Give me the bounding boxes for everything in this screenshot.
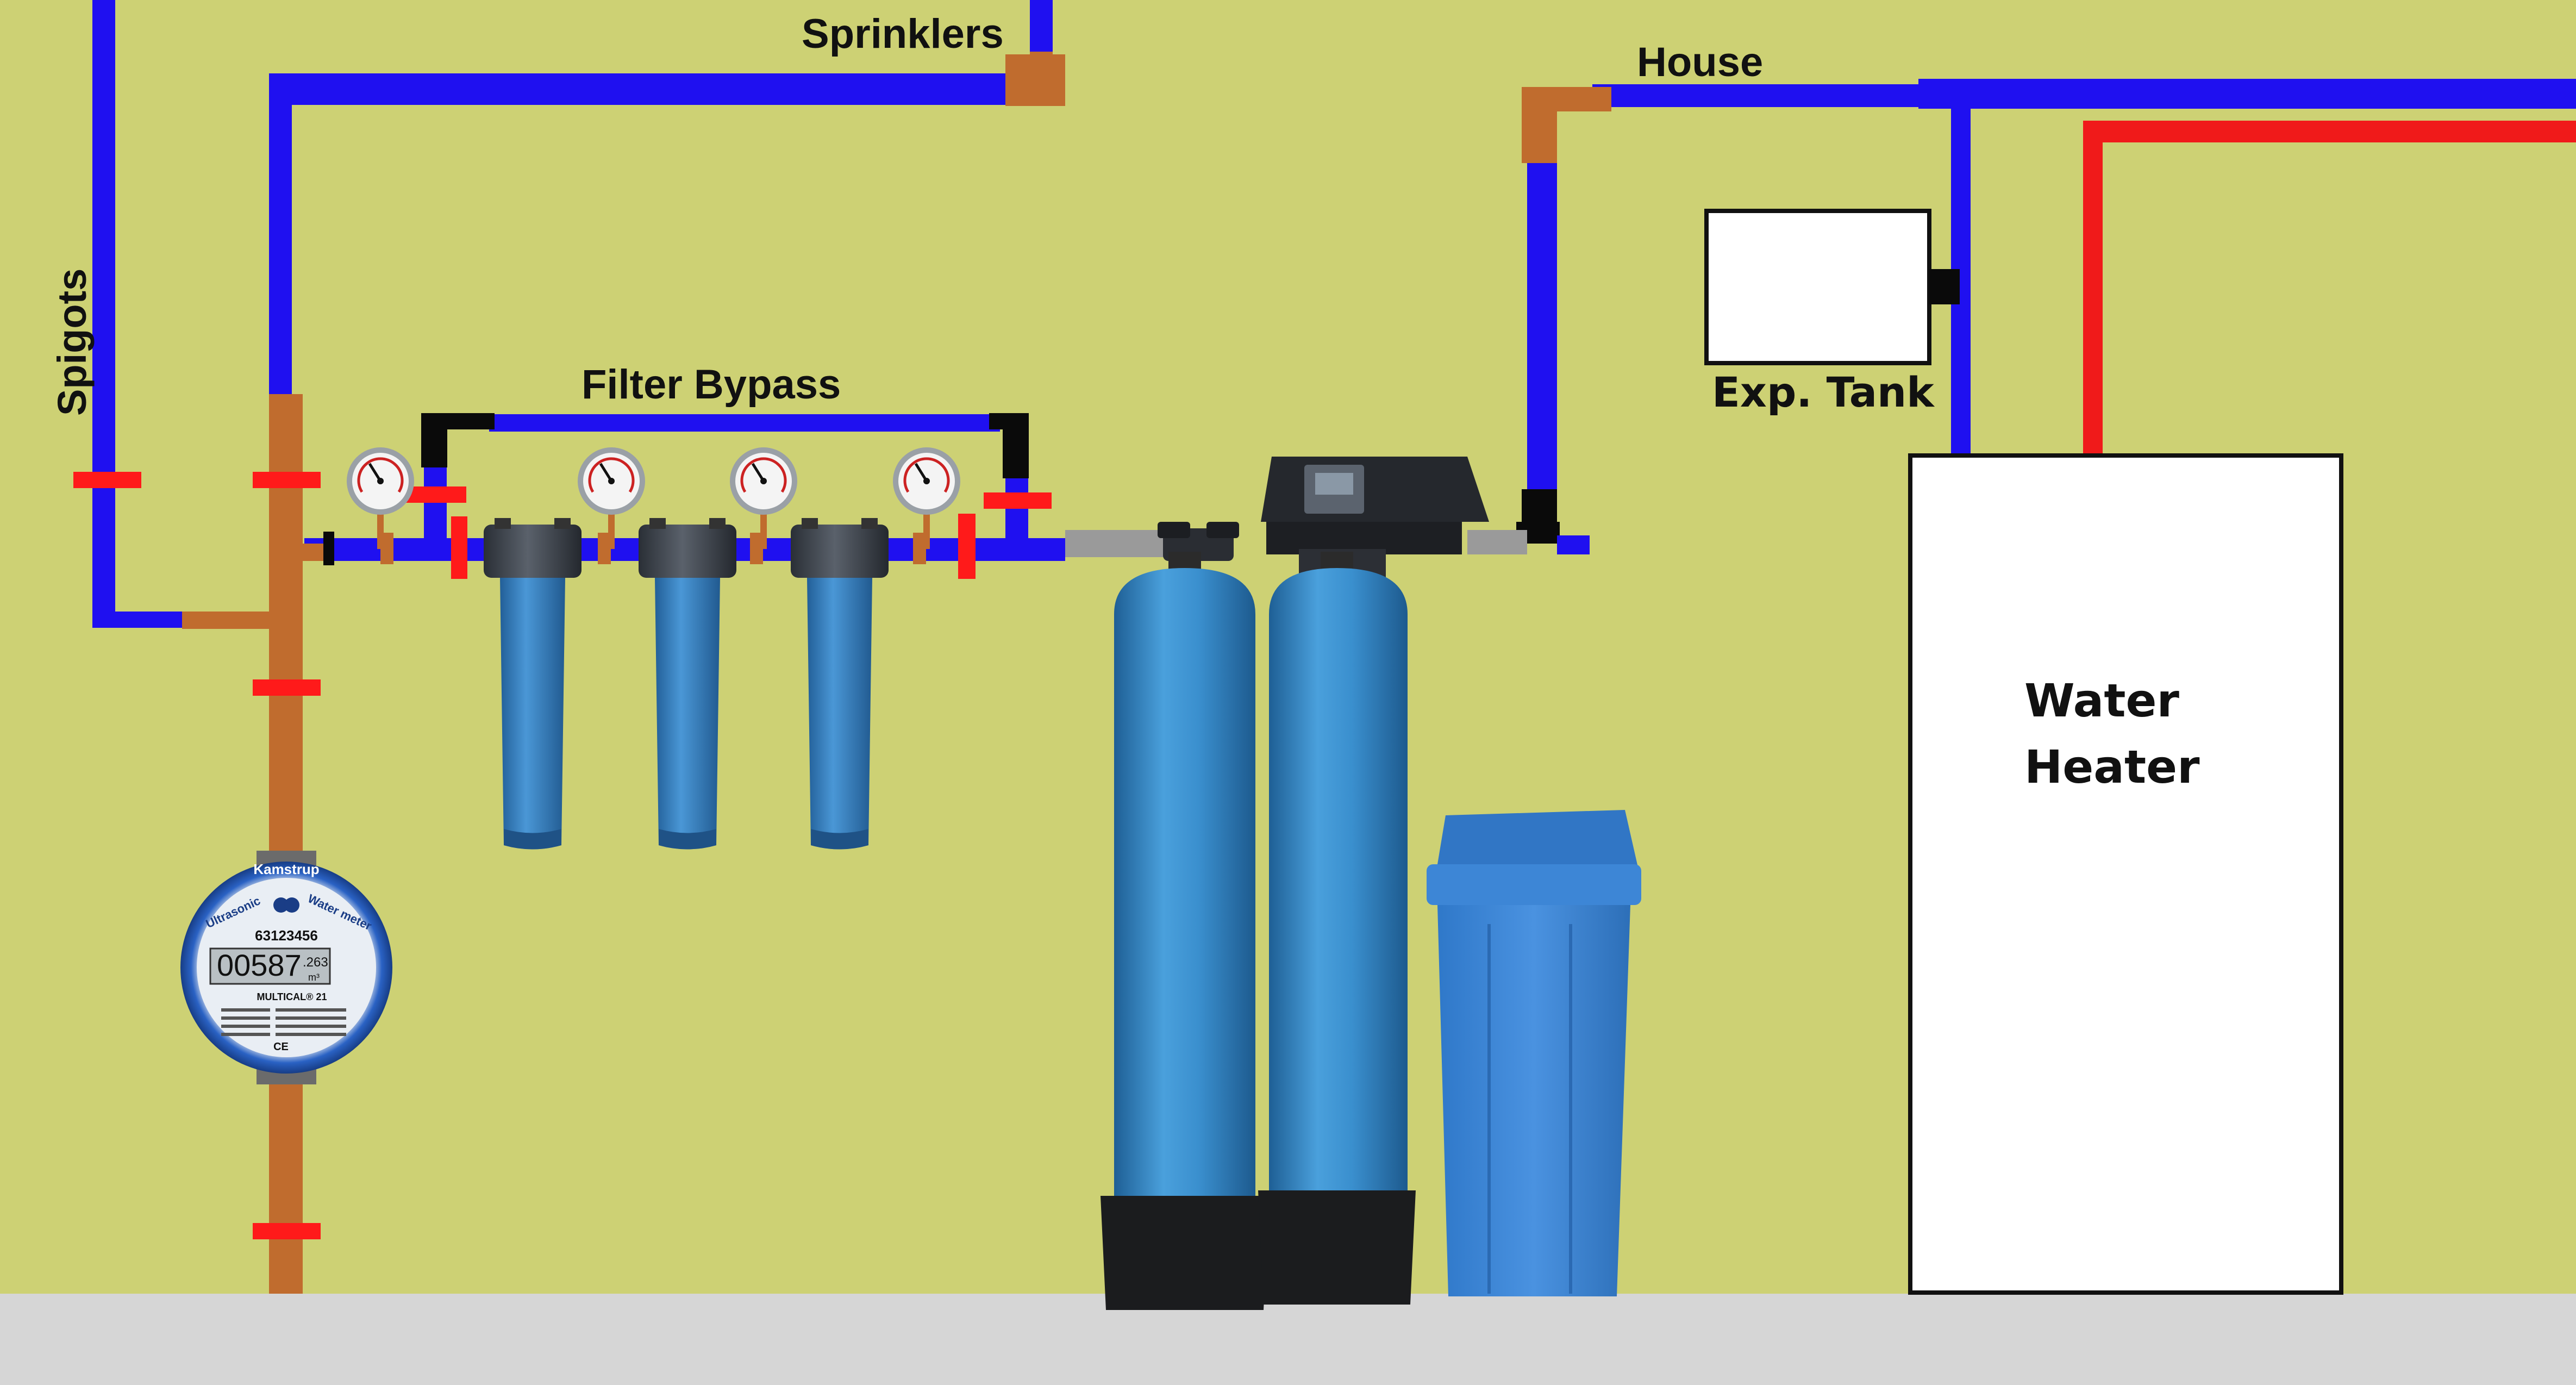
label-sprinklers: Sprinklers [802, 11, 1004, 57]
filter-housing [484, 518, 582, 850]
pressure-gauge-icon [893, 447, 960, 549]
water-meter: Kamstrup Ultrasonic Water meter 63123456… [180, 851, 392, 1084]
hot-water-pipe [2083, 121, 2576, 457]
meter-brand: Kamstrup [253, 861, 319, 877]
water-softener [1101, 457, 1489, 1310]
meter-spec-lines [221, 1008, 346, 1036]
shutoff-valves [73, 472, 1052, 1239]
label-spigots: Spigots [49, 269, 95, 416]
resin-tank [1258, 552, 1416, 1305]
label-filter-bypass: Filter Bypass [582, 361, 841, 408]
softener-outlet-pipe [1467, 530, 1527, 554]
meter-reading: 00587 [217, 948, 302, 982]
pressure-gauge-icon [578, 447, 645, 549]
pressure-gauge-icon [347, 447, 414, 549]
filter-housing [791, 518, 889, 850]
filter-housing [639, 518, 736, 850]
label-exp-tank: Exp. Tank [1712, 368, 1935, 416]
meter-model: MULTICAL® 21 [257, 991, 327, 1002]
label-house: House [1637, 39, 1763, 85]
meter-ce-mark: CE [273, 1041, 289, 1053]
control-valve-head [1261, 457, 1489, 579]
brine-tank [1427, 810, 1641, 1296]
water-heater [1908, 453, 2343, 1295]
valve-filter-inlet [451, 516, 467, 579]
pressure-gauges [347, 447, 960, 549]
mineral-tank [1101, 552, 1269, 1310]
meter-logo-icon [273, 897, 299, 913]
expansion-tank [1704, 209, 1954, 365]
valve-filter-outlet [958, 514, 976, 579]
valve-sprinklers [253, 472, 321, 488]
valve-main-lower [253, 679, 321, 696]
filter-housings [484, 518, 889, 850]
label-water-heater-line1: Water [2024, 674, 2179, 727]
pressure-gauge-icon [730, 447, 797, 549]
valve-main-bottom [253, 1223, 321, 1239]
valve-spigots [73, 472, 141, 488]
meter-reading-decimals: .263 [303, 955, 328, 970]
label-water-heater-line2: Heater [2024, 740, 2200, 794]
meter-unit: m³ [308, 972, 320, 983]
valve-bypass-right [984, 492, 1052, 509]
floor [0, 1294, 2576, 1385]
copper-pipes [182, 52, 1611, 1294]
meter-serial: 63123456 [255, 927, 318, 944]
